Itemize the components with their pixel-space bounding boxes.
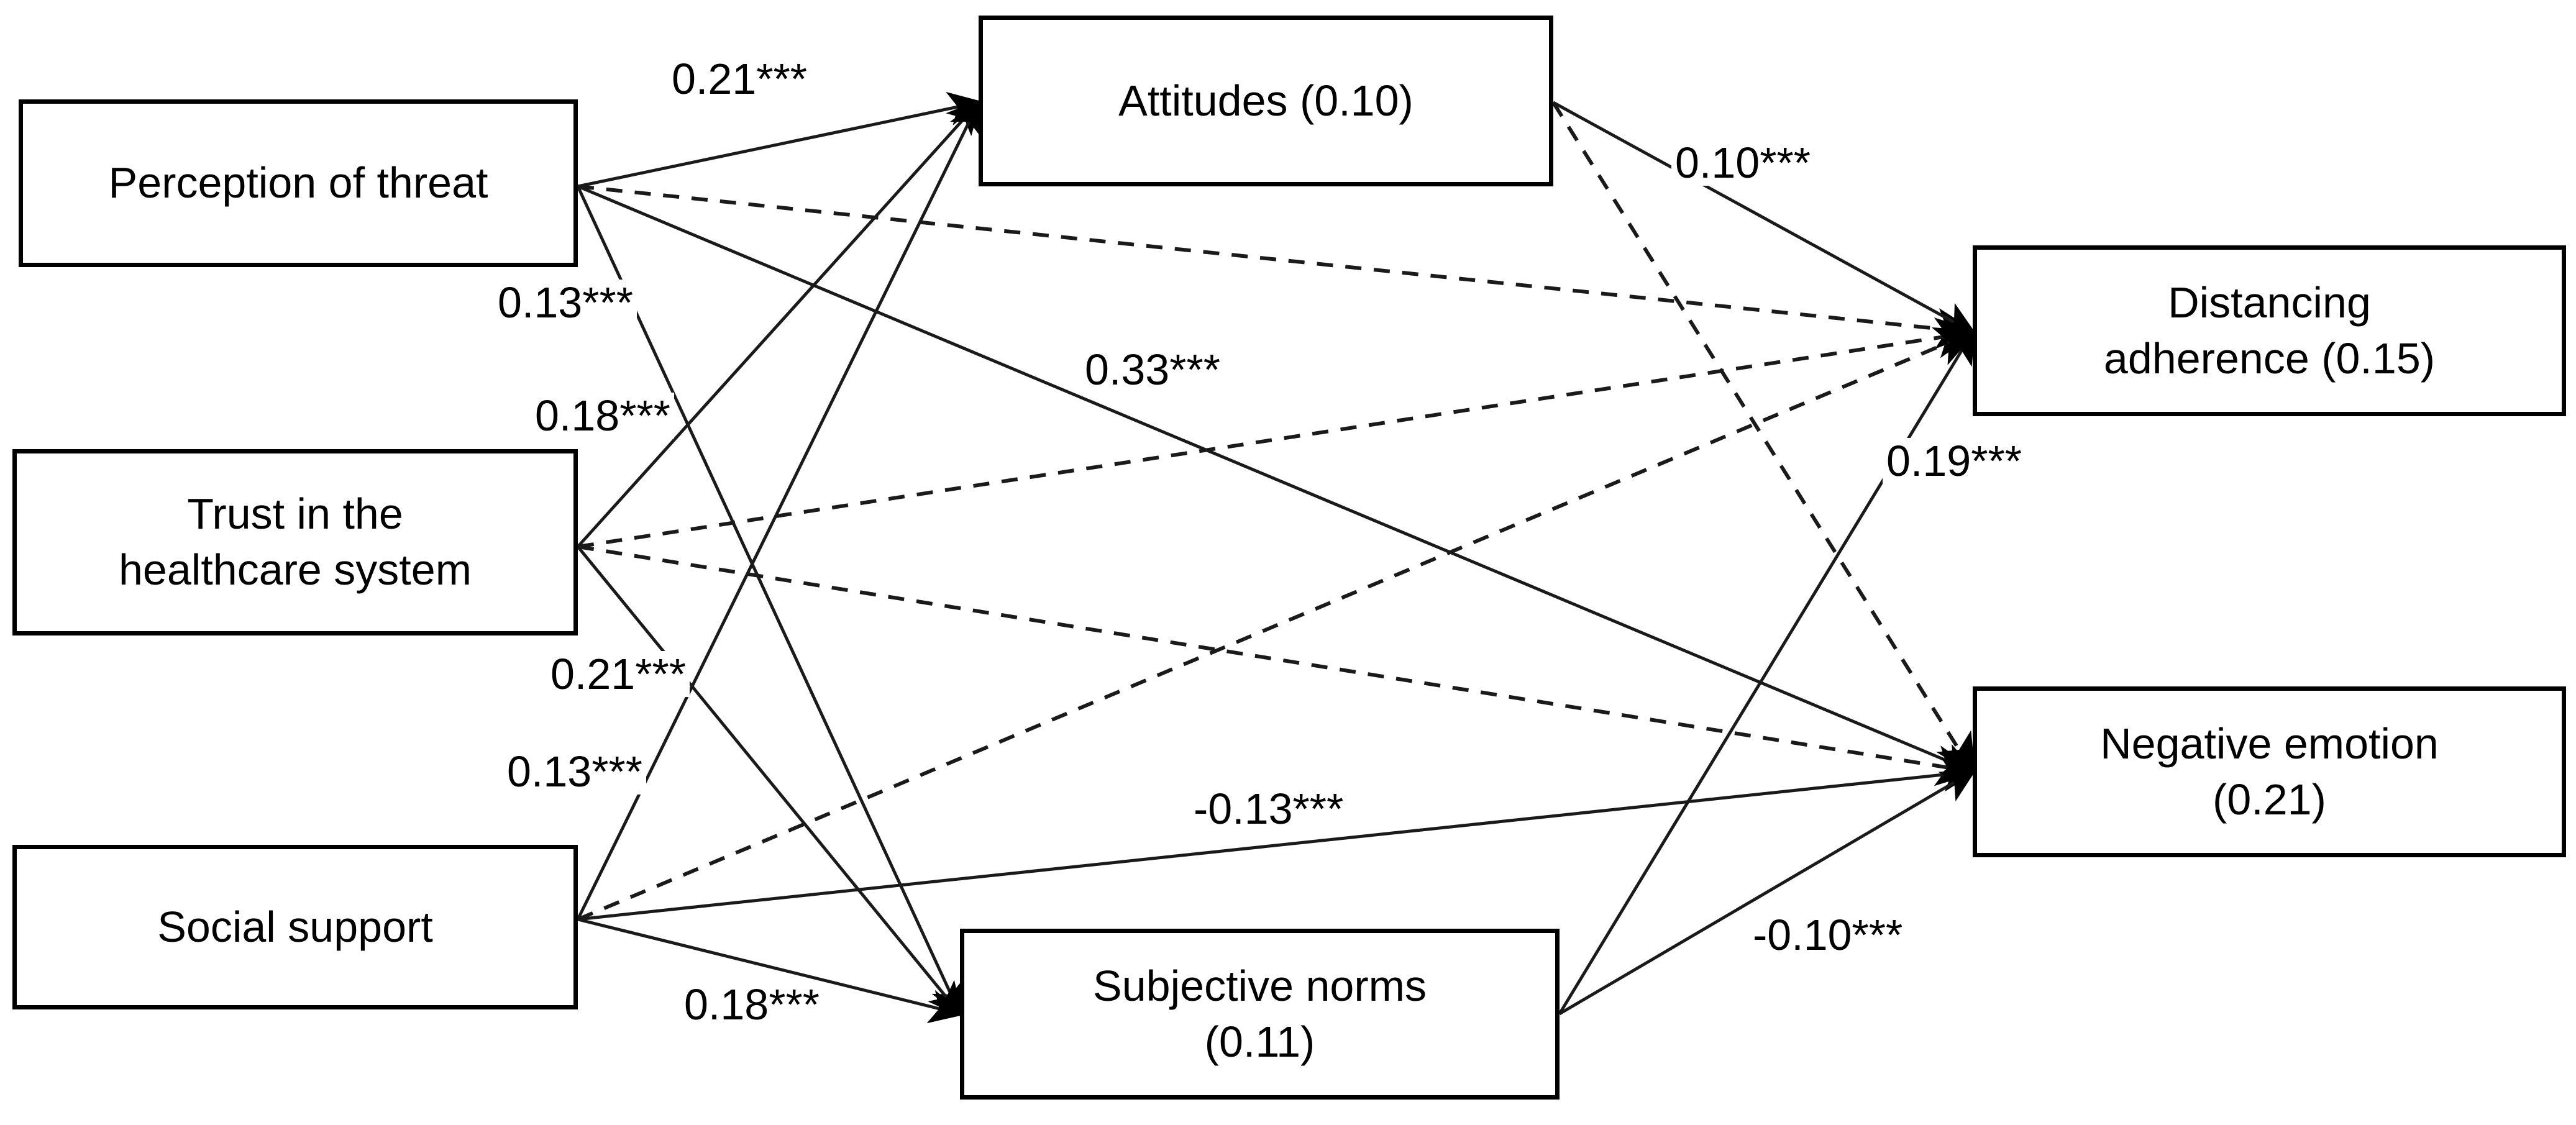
edge-label-lbl-n0-13: -0.13***: [1190, 786, 1348, 832]
edge-trust-attitudes: [577, 99, 982, 548]
edge-norms-emotion: [1558, 769, 1976, 1016]
edge-label-lbl-0-13-a: 0.13***: [494, 280, 637, 326]
edge-label-lbl-0-10-a: 0.10***: [1671, 140, 1814, 186]
edge-trust-emotion: [577, 545, 1978, 786]
edge-label-lbl-0-13-b: 0.13***: [503, 749, 646, 795]
edge-label-lbl-0-18-b: 0.18***: [680, 982, 823, 1027]
node-norms: Subjective norms (0.11): [960, 929, 1560, 1100]
edge-paths: [576, 91, 1978, 1024]
edge-trust-norms: [577, 545, 963, 1018]
edge-threat-adherence: [577, 184, 1978, 349]
edge-label-lbl-n0-10: -0.10***: [1749, 912, 1907, 958]
node-threat: Perception of threat: [19, 99, 578, 267]
edge-attitudes-emotion: [1551, 101, 1976, 776]
edge-label-lbl-0-21-b: 0.21***: [547, 651, 690, 697]
edge-label-lbl-0-19: 0.19***: [1883, 438, 2026, 484]
edge-support-adherence: [577, 327, 1978, 921]
node-attitudes: Attitudes (0.10): [979, 16, 1553, 186]
edge-threat-attitudes: [577, 91, 983, 188]
edge-threat-norms: [576, 185, 963, 1018]
edge-support-attitudes: [576, 98, 981, 921]
edge-trust-adherence: [577, 317, 1978, 549]
edge-label-lbl-0-18-a: 0.18***: [531, 393, 674, 439]
edge-attitudes-adherence: [1552, 101, 1977, 335]
edge-label-lbl-0-33: 0.33***: [1081, 347, 1224, 393]
edge-support-emotion: [577, 757, 1977, 921]
node-trust: Trust in the healthcare system: [12, 449, 578, 635]
node-adherence: Distancing adherence (0.15): [1973, 245, 2566, 416]
edge-threat-emotion: [577, 184, 1977, 776]
edge-label-lbl-0-21-a: 0.21***: [668, 56, 811, 102]
edge-support-norms: [577, 918, 964, 1024]
node-emotion: Negative emotion (0.21): [1973, 686, 2566, 857]
node-support: Social support: [12, 845, 578, 1009]
